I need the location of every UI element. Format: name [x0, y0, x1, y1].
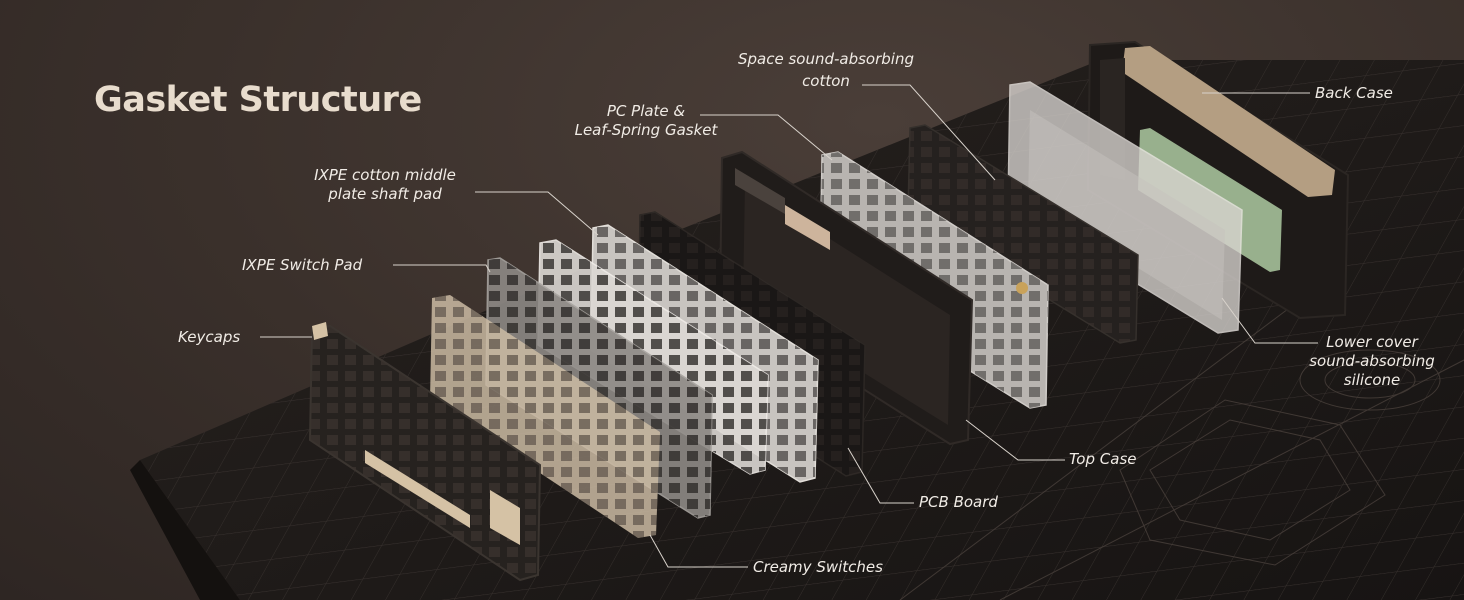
label-ixpe-middle-pad-line2: plate shaft pad: [328, 185, 442, 203]
keycaps-layer: [308, 322, 542, 582]
label-pc-plate: PC Plate & Leaf-Spring Gasket: [563, 102, 729, 140]
label-creamy-switches: Creamy Switches: [753, 558, 883, 576]
creamy-switches-layer: [430, 295, 660, 538]
page-title: Gasket Structure: [94, 80, 422, 120]
label-keycaps: Keycaps: [178, 328, 241, 346]
label-space-cotton-line2: cotton: [802, 72, 850, 90]
label-lower-cover-line1: Lower cover: [1326, 333, 1418, 351]
label-pcb-board: PCB Board: [919, 493, 998, 511]
label-lower-cover-line3: silicone: [1343, 371, 1401, 389]
label-ixpe-middle-pad: IXPE cotton middle plate shaft pad: [300, 166, 470, 204]
label-lower-cover: Lower cover sound-absorbing silicone: [1296, 333, 1448, 390]
label-ixpe-switch-pad: IXPE Switch Pad: [242, 256, 363, 274]
label-space-cotton: Space sound-absorbing cotton: [722, 48, 930, 92]
label-lower-cover-line2: sound-absorbing: [1309, 352, 1435, 370]
label-pc-plate-line2: Leaf-Spring Gasket: [574, 121, 718, 139]
label-top-case: Top Case: [1069, 450, 1137, 468]
label-ixpe-middle-pad-line1: IXPE cotton middle: [314, 166, 456, 184]
label-space-cotton-line1: Space sound-absorbing: [737, 50, 914, 68]
label-pc-plate-line1: PC Plate &: [606, 102, 686, 120]
leader-lines: [260, 84, 1318, 568]
label-back-case: Back Case: [1315, 84, 1393, 102]
